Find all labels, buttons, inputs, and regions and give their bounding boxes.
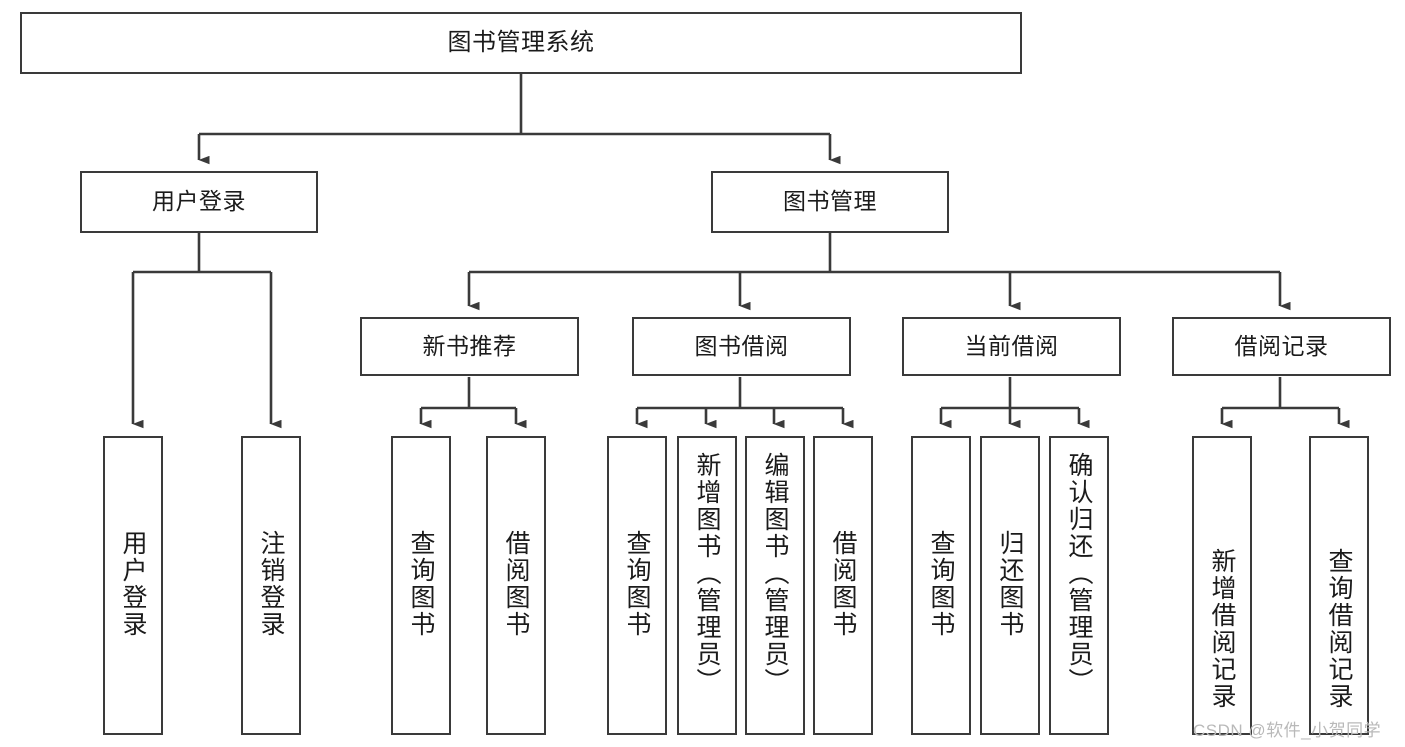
leaf-label: 查询图书 (623, 530, 651, 638)
leaf-current-borrow-return[interactable]: 归还图书 (980, 436, 1040, 735)
leaf-borrow-record-query[interactable]: 查询借阅记录 (1309, 436, 1369, 735)
csdn-watermark: CSDN @软件_小贺同学 (1193, 721, 1382, 740)
node-root[interactable]: 图书管理系统 (20, 12, 1022, 74)
node-current-borrow-label: 当前借阅 (964, 332, 1059, 359)
leaf-label: 查询图书 (407, 530, 435, 638)
leaf-book-borrow-edit[interactable]: 编辑图书（管理员） (745, 436, 805, 735)
node-current-borrow[interactable]: 当前借阅 (902, 317, 1121, 376)
leaf-book-borrow-query[interactable]: 查询图书 (607, 436, 667, 735)
leaf-borrow-record-add[interactable]: 新增借阅记录 (1192, 436, 1252, 735)
node-book-management-label: 图书管理 (783, 188, 877, 215)
leaf-new-book-borrow[interactable]: 借阅图书 (486, 436, 546, 735)
leaf-book-borrow-lend[interactable]: 借阅图书 (813, 436, 873, 735)
node-book-borrow[interactable]: 图书借阅 (632, 317, 851, 376)
node-borrow-record[interactable]: 借阅记录 (1172, 317, 1391, 376)
leaf-label: 查询借阅记录 (1325, 548, 1353, 710)
leaf-label: 确认归还（管理员） (1065, 452, 1093, 695)
node-book-borrow-label: 图书借阅 (694, 332, 789, 359)
leaf-label: 用户登录 (119, 530, 147, 638)
leaf-user-login-logout[interactable]: 注销登录 (241, 436, 301, 735)
node-user-login-label: 用户登录 (152, 188, 246, 215)
leaf-user-login-login[interactable]: 用户登录 (103, 436, 163, 735)
node-root-label: 图书管理系统 (447, 28, 595, 56)
leaf-label: 新增图书（管理员） (693, 452, 721, 695)
leaf-book-borrow-add[interactable]: 新增图书（管理员） (677, 436, 737, 735)
node-borrow-record-label: 借阅记录 (1234, 332, 1329, 359)
node-user-login[interactable]: 用户登录 (80, 171, 318, 233)
leaf-current-borrow-query[interactable]: 查询图书 (911, 436, 971, 735)
leaf-label: 编辑图书（管理员） (761, 452, 789, 695)
leaf-new-book-query[interactable]: 查询图书 (391, 436, 451, 735)
node-new-book-recommend[interactable]: 新书推荐 (360, 317, 579, 376)
leaf-current-borrow-confirm[interactable]: 确认归还（管理员） (1049, 436, 1109, 735)
node-new-book-recommend-label: 新书推荐 (422, 332, 517, 359)
leaf-label: 借阅图书 (829, 530, 857, 638)
leaf-label: 注销登录 (257, 530, 285, 638)
leaf-label: 查询图书 (927, 530, 955, 638)
leaf-label: 借阅图书 (502, 530, 530, 638)
leaf-label: 新增借阅记录 (1208, 548, 1236, 710)
node-book-management[interactable]: 图书管理 (711, 171, 949, 233)
leaf-label: 归还图书 (996, 530, 1024, 638)
